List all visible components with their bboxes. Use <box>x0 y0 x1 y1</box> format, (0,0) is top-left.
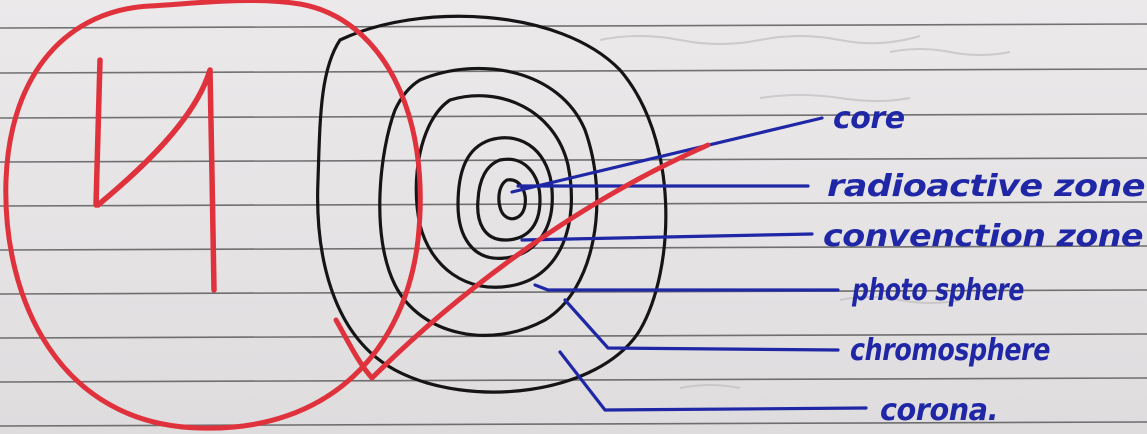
rule-line <box>0 24 1147 28</box>
rule-line <box>0 69 1147 73</box>
label-leader-lines <box>512 118 866 410</box>
radioactive-zone-ring <box>478 159 540 240</box>
chromosphere-ring <box>380 68 597 335</box>
tick-mark-icon <box>336 145 708 378</box>
label-chromosphere: chromosphere <box>850 333 1050 368</box>
label-photosphere: photo sphere <box>851 273 1024 308</box>
label-convection-zone: convenction zone <box>823 219 1143 254</box>
rule-line <box>0 158 1147 162</box>
label-radioactive-zone: radioactive zone <box>827 169 1145 204</box>
photosphere-leader-line <box>535 285 838 290</box>
label-core: core <box>833 101 905 136</box>
score-digit-four <box>96 60 214 290</box>
corona-leader-line <box>560 352 866 410</box>
chromosphere-leader-line <box>565 300 838 350</box>
core-leader-line <box>512 118 822 192</box>
label-corona: corona. <box>880 393 998 428</box>
rule-line <box>0 114 1147 118</box>
